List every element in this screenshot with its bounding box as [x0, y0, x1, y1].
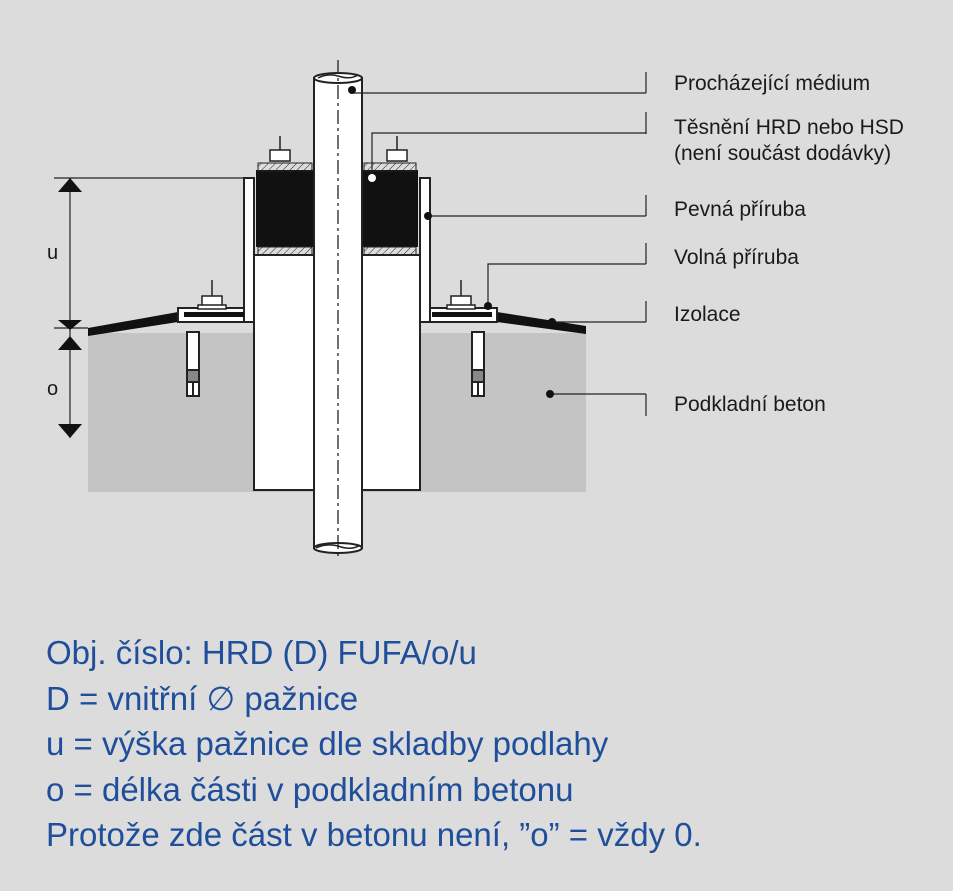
flange-diagram	[54, 60, 647, 560]
anchor-left	[186, 331, 200, 397]
seal-plate-bottom-left	[257, 246, 313, 256]
loose-flange-bar-right	[432, 312, 492, 317]
dimension-o-label: o	[47, 378, 59, 400]
seal-left	[256, 170, 314, 247]
bolt-lower-right	[446, 280, 476, 310]
label-loose-flange: Volná příruba	[674, 246, 799, 269]
note-line: Obj. číslo: HRD (D) FUFA/o/u	[46, 634, 477, 671]
label-seal-line1: Těsnění HRD nebo HSD	[674, 116, 904, 139]
label-fixed-flange: Pevná příruba	[674, 198, 806, 221]
seal-right	[362, 170, 418, 247]
seal-plate-top-left	[257, 162, 313, 172]
bolt-lower-left	[197, 280, 227, 310]
label-medium: Procházející médium	[674, 72, 871, 95]
seal-bolt-right	[386, 136, 408, 162]
seal-plate-top-right	[363, 162, 417, 172]
dimension-u-label: u	[47, 242, 59, 264]
note-line: D = vnitřní ∅ pažnice	[46, 679, 359, 717]
anchor-right	[471, 331, 485, 397]
label-concrete: Podkladní beton	[674, 393, 826, 416]
dimension-lines	[54, 177, 244, 438]
note-line: u = výška pažnice dle skladby podlahy	[46, 725, 609, 762]
seal-plate-bottom-right	[363, 246, 417, 256]
label-seal-line2: (není součást dodávky)	[674, 142, 892, 165]
note-line: o = délka části v podkladním betonu	[46, 770, 574, 808]
note-line: Protože zde část v betonu není, ”o” = vž…	[46, 816, 702, 853]
order-notes: Obj. číslo: HRD (D) FUFA/o/u D = vnitřní…	[46, 630, 702, 858]
insulation-left	[88, 312, 178, 336]
insulation-right	[497, 312, 586, 334]
leader-dots	[348, 86, 556, 398]
label-insulation: Izolace	[674, 303, 741, 326]
loose-flange-bar-left	[184, 312, 244, 317]
seal-bolt-left	[269, 136, 291, 162]
label-seal: Těsnění HRD nebo HSD (není součást dodáv…	[674, 115, 904, 167]
